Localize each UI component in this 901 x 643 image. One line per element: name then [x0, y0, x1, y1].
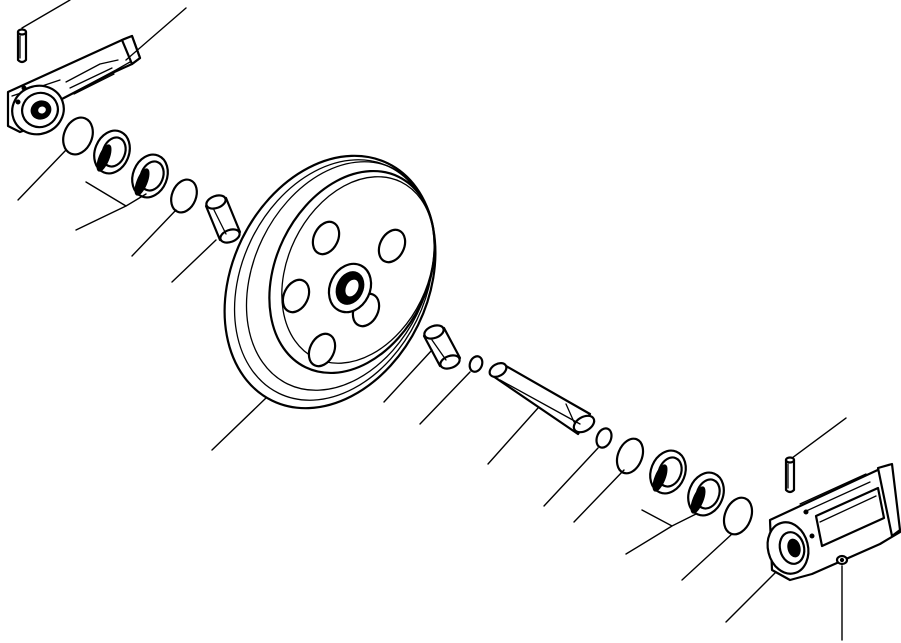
- bushing-left: [204, 194, 242, 244]
- leader-idler-wheel: [211, 397, 267, 451]
- shaft: [488, 362, 596, 436]
- bushing-right: [422, 324, 462, 370]
- leader-o-ring-left-outer: [17, 149, 67, 201]
- seal-left-a: [93, 129, 131, 175]
- pin-right: [784, 456, 796, 494]
- leader-pin-right: [791, 417, 847, 459]
- leader-o-ring-right-inner: [573, 469, 625, 523]
- leader-o-ring-right-outer: [681, 533, 733, 581]
- leader-o-ring-left-inner: [131, 209, 177, 257]
- leader-lines: [17, 0, 847, 641]
- small-o-ring-right-2: [595, 427, 613, 449]
- o-ring-left-inner: [170, 178, 198, 214]
- leader-shaft: [487, 407, 539, 465]
- seal-right-b: [687, 471, 725, 517]
- seal-left-b: [131, 153, 169, 199]
- leader-pin-upper-left: [21, 0, 71, 29]
- leader-bushing-left: [171, 239, 217, 283]
- leader-small-o-ring-right-2: [543, 447, 599, 507]
- o-ring-right-inner: [615, 437, 645, 475]
- o-ring-left-outer: [62, 116, 94, 156]
- leader-small-o-ring-right: [419, 371, 471, 425]
- bearing-bracket-right: [766, 462, 901, 582]
- bearing-bracket-left: [6, 34, 142, 136]
- idler-wheel: [223, 154, 437, 410]
- plug-right: [835, 554, 849, 566]
- leader-bushing-right: [383, 349, 433, 403]
- small-o-ring-right: [468, 355, 484, 373]
- leader-seals-left: [75, 181, 147, 231]
- pin-upper-left: [16, 28, 28, 64]
- leader-seals-right: [625, 509, 697, 555]
- leader-bracket-right: [725, 571, 777, 623]
- leader-bracket-left: [125, 7, 187, 61]
- seal-right-a: [649, 449, 687, 495]
- o-ring-right-outer: [722, 496, 754, 536]
